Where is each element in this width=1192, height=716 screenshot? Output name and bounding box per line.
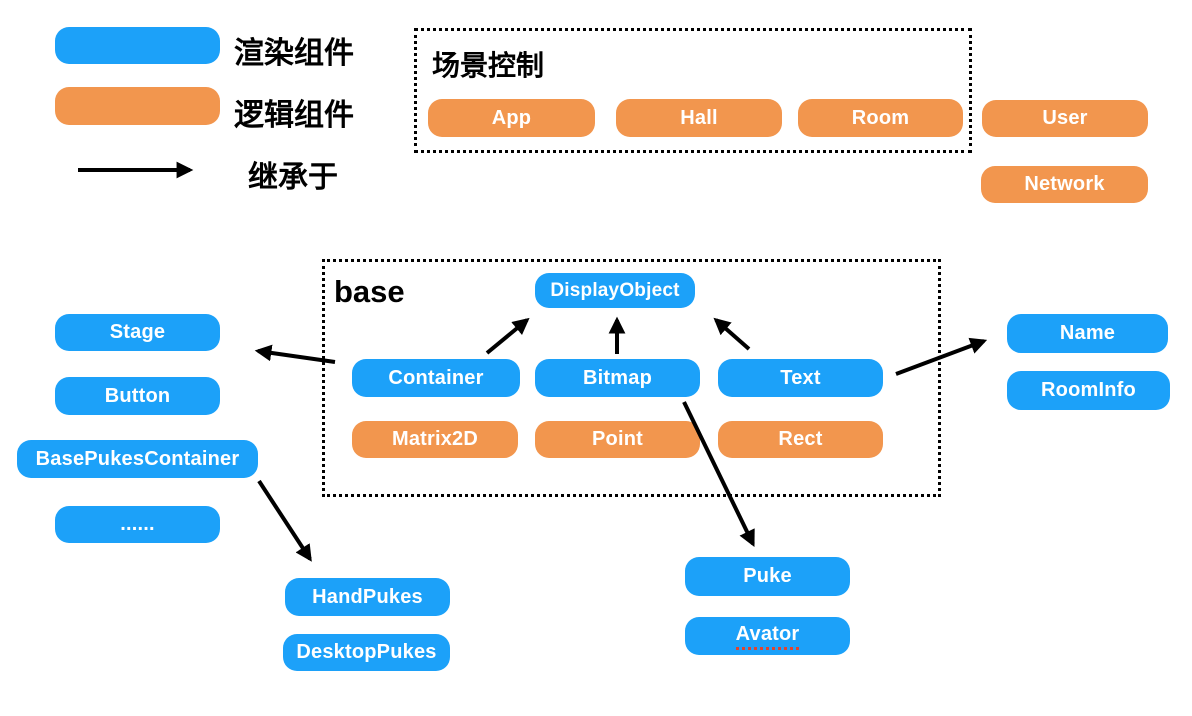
arrow-basepukescontainer-to-handpukes — [257, 479, 312, 562]
node-stage: Stage — [55, 314, 220, 351]
node-name: Name — [1007, 314, 1168, 353]
base-box — [322, 259, 941, 497]
legend-logic-swatch — [55, 87, 220, 125]
node-more: ...... — [55, 506, 220, 543]
scene-control-title: 场景控制 — [432, 50, 545, 81]
node-base-pukes-container: BasePukesContainer — [17, 440, 258, 478]
node-desktop-pukes: DesktopPukes — [283, 634, 450, 671]
node-rect: Rect — [718, 421, 883, 458]
node-bitmap: Bitmap — [535, 359, 700, 397]
node-avator: Avator — [685, 617, 850, 655]
node-room-info: RoomInfo — [1007, 371, 1170, 410]
node-matrix2d: Matrix2D — [352, 421, 518, 458]
node-puke: Puke — [685, 557, 850, 596]
scene-control-box — [414, 28, 972, 153]
node-display-object: DisplayObject — [535, 273, 695, 308]
node-container: Container — [352, 359, 520, 397]
node-hand-pukes: HandPukes — [285, 578, 450, 616]
node-room: Room — [798, 99, 963, 137]
node-avator-label: Avator — [735, 623, 800, 650]
legend-logic-label: 逻辑组件 — [234, 99, 354, 132]
node-app: App — [428, 99, 595, 137]
node-point: Point — [535, 421, 700, 458]
node-text: Text — [718, 359, 883, 397]
node-network: Network — [981, 166, 1148, 203]
node-hall: Hall — [616, 99, 782, 137]
base-title: base — [334, 274, 405, 309]
legend-inherit-label: 继承于 — [248, 161, 338, 194]
node-user: User — [982, 100, 1148, 137]
legend-render-label: 渲染组件 — [234, 37, 354, 70]
node-button: Button — [55, 377, 220, 415]
legend-render-swatch — [55, 27, 220, 64]
